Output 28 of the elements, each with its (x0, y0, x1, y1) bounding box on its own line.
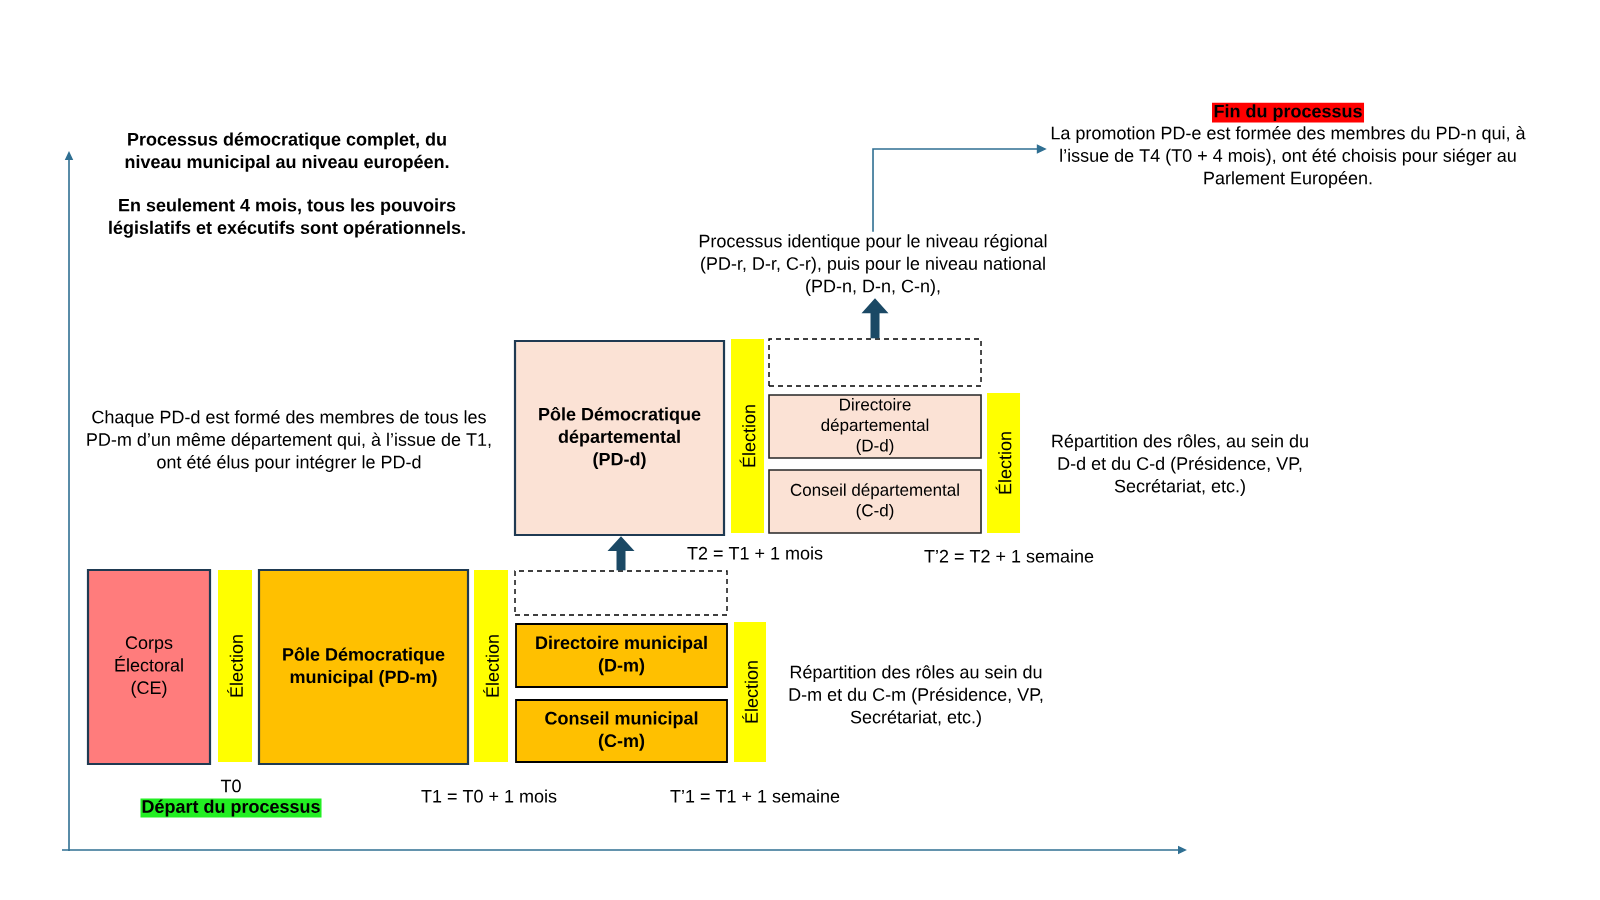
process-box: Directoire départemental (D-d) (768, 394, 982, 459)
note-text: En seulement 4 mois, tous les pouvoirs législatifs et exécutifs sont opérationnels. (109, 198, 465, 238)
election-bar: Élection (474, 570, 508, 762)
note-text: Répartition des rôles au sein du D-m et du C-m (Présidence, VP, Secrétariat, etc.) (789, 665, 1043, 727)
dashed-box (514, 570, 728, 616)
process-box: Conseil municipal (C-m) (515, 699, 728, 763)
title: Processus démocratique complet, du niveau municipal au niveau européen. (125, 132, 449, 172)
time-label: T2 = T1 + 1 mois (687, 546, 823, 560)
time-label: T0 (220, 779, 241, 793)
note-text: Chaque PD-d est formé des membres de tous les PD-m d’un même département qui, à l’issue de T1, ont été élus pour intégrer le PD-d (87, 410, 491, 472)
time-label: T1 = T0 + 1 mois (421, 789, 557, 803)
election-bar: Élection (734, 622, 766, 762)
highlighted-heading: Fin du processus (1212, 102, 1365, 123)
process-box: Pôle Démocratique municipal (PD-m) (257, 568, 470, 766)
process-box: Pôle Démocratique départemental (PD-d) (513, 339, 726, 537)
time-label: T’2 = T2 + 1 semaine (924, 549, 1094, 563)
process-box: Conseil départemental (C-d) (768, 469, 982, 534)
election-bar: Élection (987, 393, 1020, 533)
election-bar: Élection (731, 339, 764, 533)
dashed-box (768, 338, 982, 387)
election-bar: Élection (218, 570, 252, 762)
highlighted-label: Départ du processus (140, 798, 322, 818)
note-text: La promotion PD-e est formée des membres du PD-n qui, à l’issue de T4 (T0 + 4 mois), ont été choisis pour siéger au Parlement Européen. (1051, 126, 1526, 188)
time-label: T’1 = T1 + 1 semaine (670, 789, 840, 803)
note-text: Processus identique pour le niveau régional (PD-r, D-r, C-r), puis pour le niveau national (PD-n, D-n, C-n), (699, 234, 1047, 296)
process-box: Corps Électoral (CE) (86, 568, 212, 766)
process-box: Directoire municipal (D-m) (515, 623, 728, 688)
note-text: Répartition des rôles, au sein du D-d et du C-d (Présidence, VP, Secrétariat, etc.) (1052, 434, 1308, 496)
